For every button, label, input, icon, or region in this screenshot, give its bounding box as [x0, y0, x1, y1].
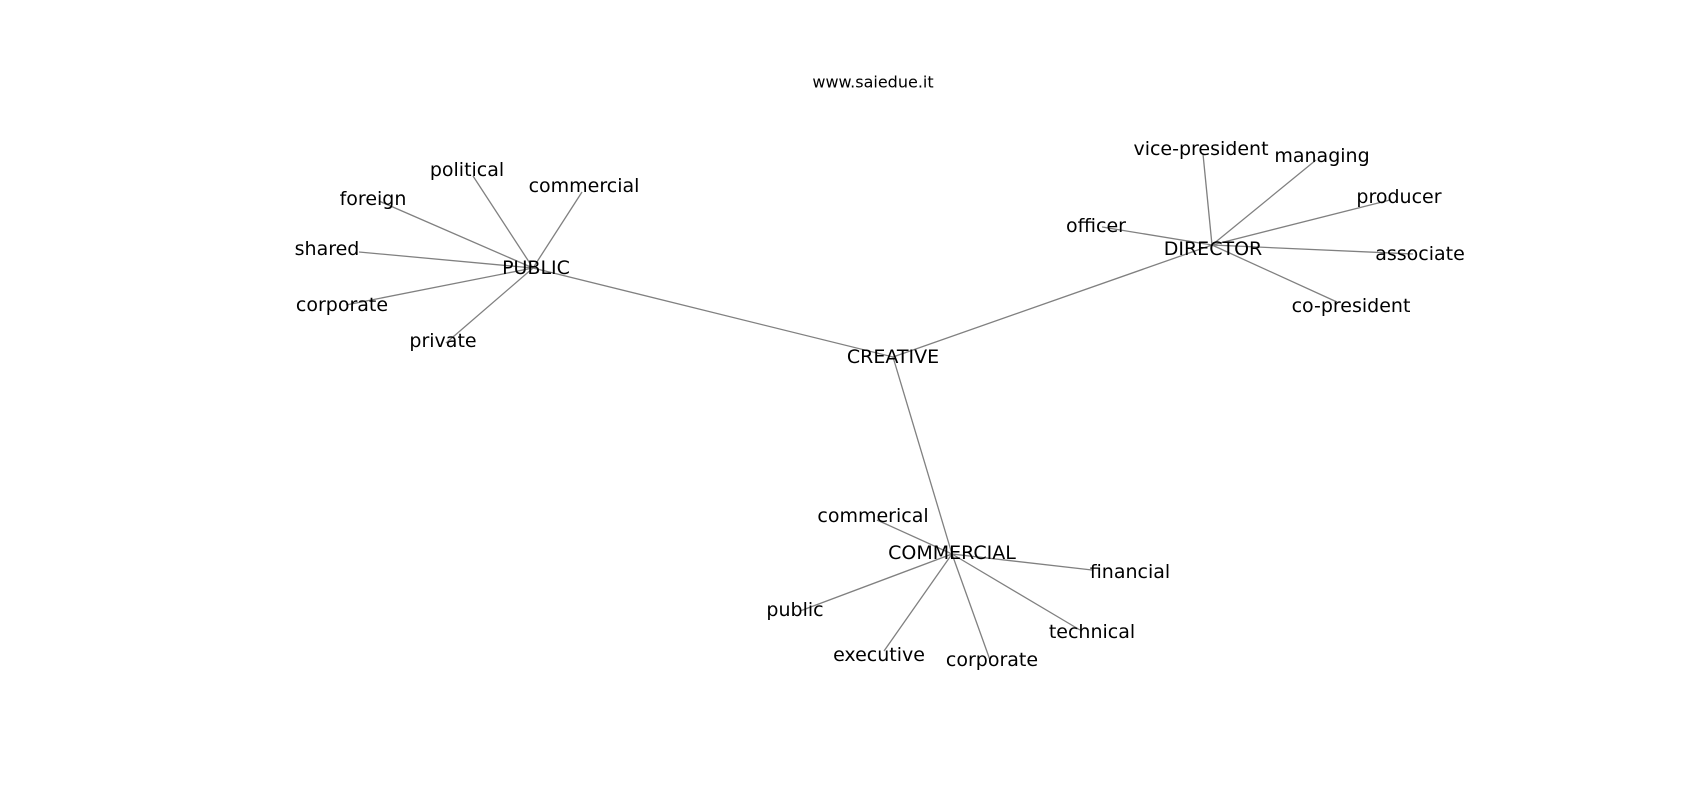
node-leaf-public-private: private: [409, 330, 476, 352]
site-title: www.saiedue.it: [812, 73, 933, 92]
edge-public-political: [472, 175, 534, 269]
edge-commercial-technical: [951, 553, 1081, 631]
node-leaf-director-associate: associate: [1375, 243, 1465, 265]
edge-commercial-financial: [951, 553, 1093, 571]
edge-commercial-corporate: [951, 553, 991, 661]
edge-director-associate: [1211, 244, 1414, 255]
node-leaf-director-co-president: co-president: [1292, 295, 1411, 317]
graph-edges: [345, 153, 1414, 661]
edge-director-co-president: [1211, 244, 1338, 303]
edge-public-corporate: [345, 267, 534, 306]
edge-center-director: [892, 244, 1213, 358]
node-hub-director: DIRECTOR: [1164, 238, 1262, 260]
node-leaf-director-vice-president: vice-president: [1133, 138, 1268, 160]
node-leaf-public-political: political: [430, 159, 504, 181]
edge-public-private: [445, 267, 534, 344]
edge-director-vice-president: [1202, 153, 1213, 246]
node-leaf-commercial-commerical: commerical: [817, 505, 928, 527]
node-leaf-director-managing: managing: [1274, 145, 1369, 167]
node-leaf-public-shared: shared: [295, 238, 360, 260]
node-leaf-commercial-corporate: corporate: [946, 649, 1038, 671]
edge-director-managing: [1211, 159, 1317, 246]
node-center: CREATIVE: [847, 346, 939, 368]
edge-director-officer: [1101, 226, 1213, 246]
node-leaf-public-foreign: foreign: [340, 188, 407, 210]
graph-node-labels: CREATIVE PUBLIC political commercial foreign…: [295, 138, 1465, 671]
edge-center-public: [532, 267, 894, 358]
node-leaf-director-officer: officer: [1066, 215, 1126, 237]
edge-public-shared: [358, 251, 534, 269]
edge-commercial-commerical: [876, 519, 953, 555]
edge-public-commercial: [532, 191, 583, 269]
edge-director-producer: [1211, 199, 1391, 246]
node-leaf-public-corporate: corporate: [296, 294, 388, 316]
node-leaf-commercial-executive: executive: [833, 644, 925, 666]
node-leaf-commercial-technical: technical: [1049, 621, 1135, 643]
node-leaf-commercial-financial: financial: [1090, 561, 1170, 583]
node-leaf-public-commercial: commercial: [529, 175, 640, 197]
edge-center-commercial: [892, 356, 953, 555]
edge-public-foreign: [378, 200, 534, 269]
node-hub-public: PUBLIC: [502, 257, 570, 279]
edge-commercial-executive: [883, 553, 953, 652]
node-leaf-commercial-public: public: [766, 599, 823, 621]
edge-commercial-public: [799, 553, 953, 612]
node-leaf-director-producer: producer: [1356, 186, 1441, 208]
node-hub-commercial: COMMERCIAL: [888, 542, 1016, 564]
